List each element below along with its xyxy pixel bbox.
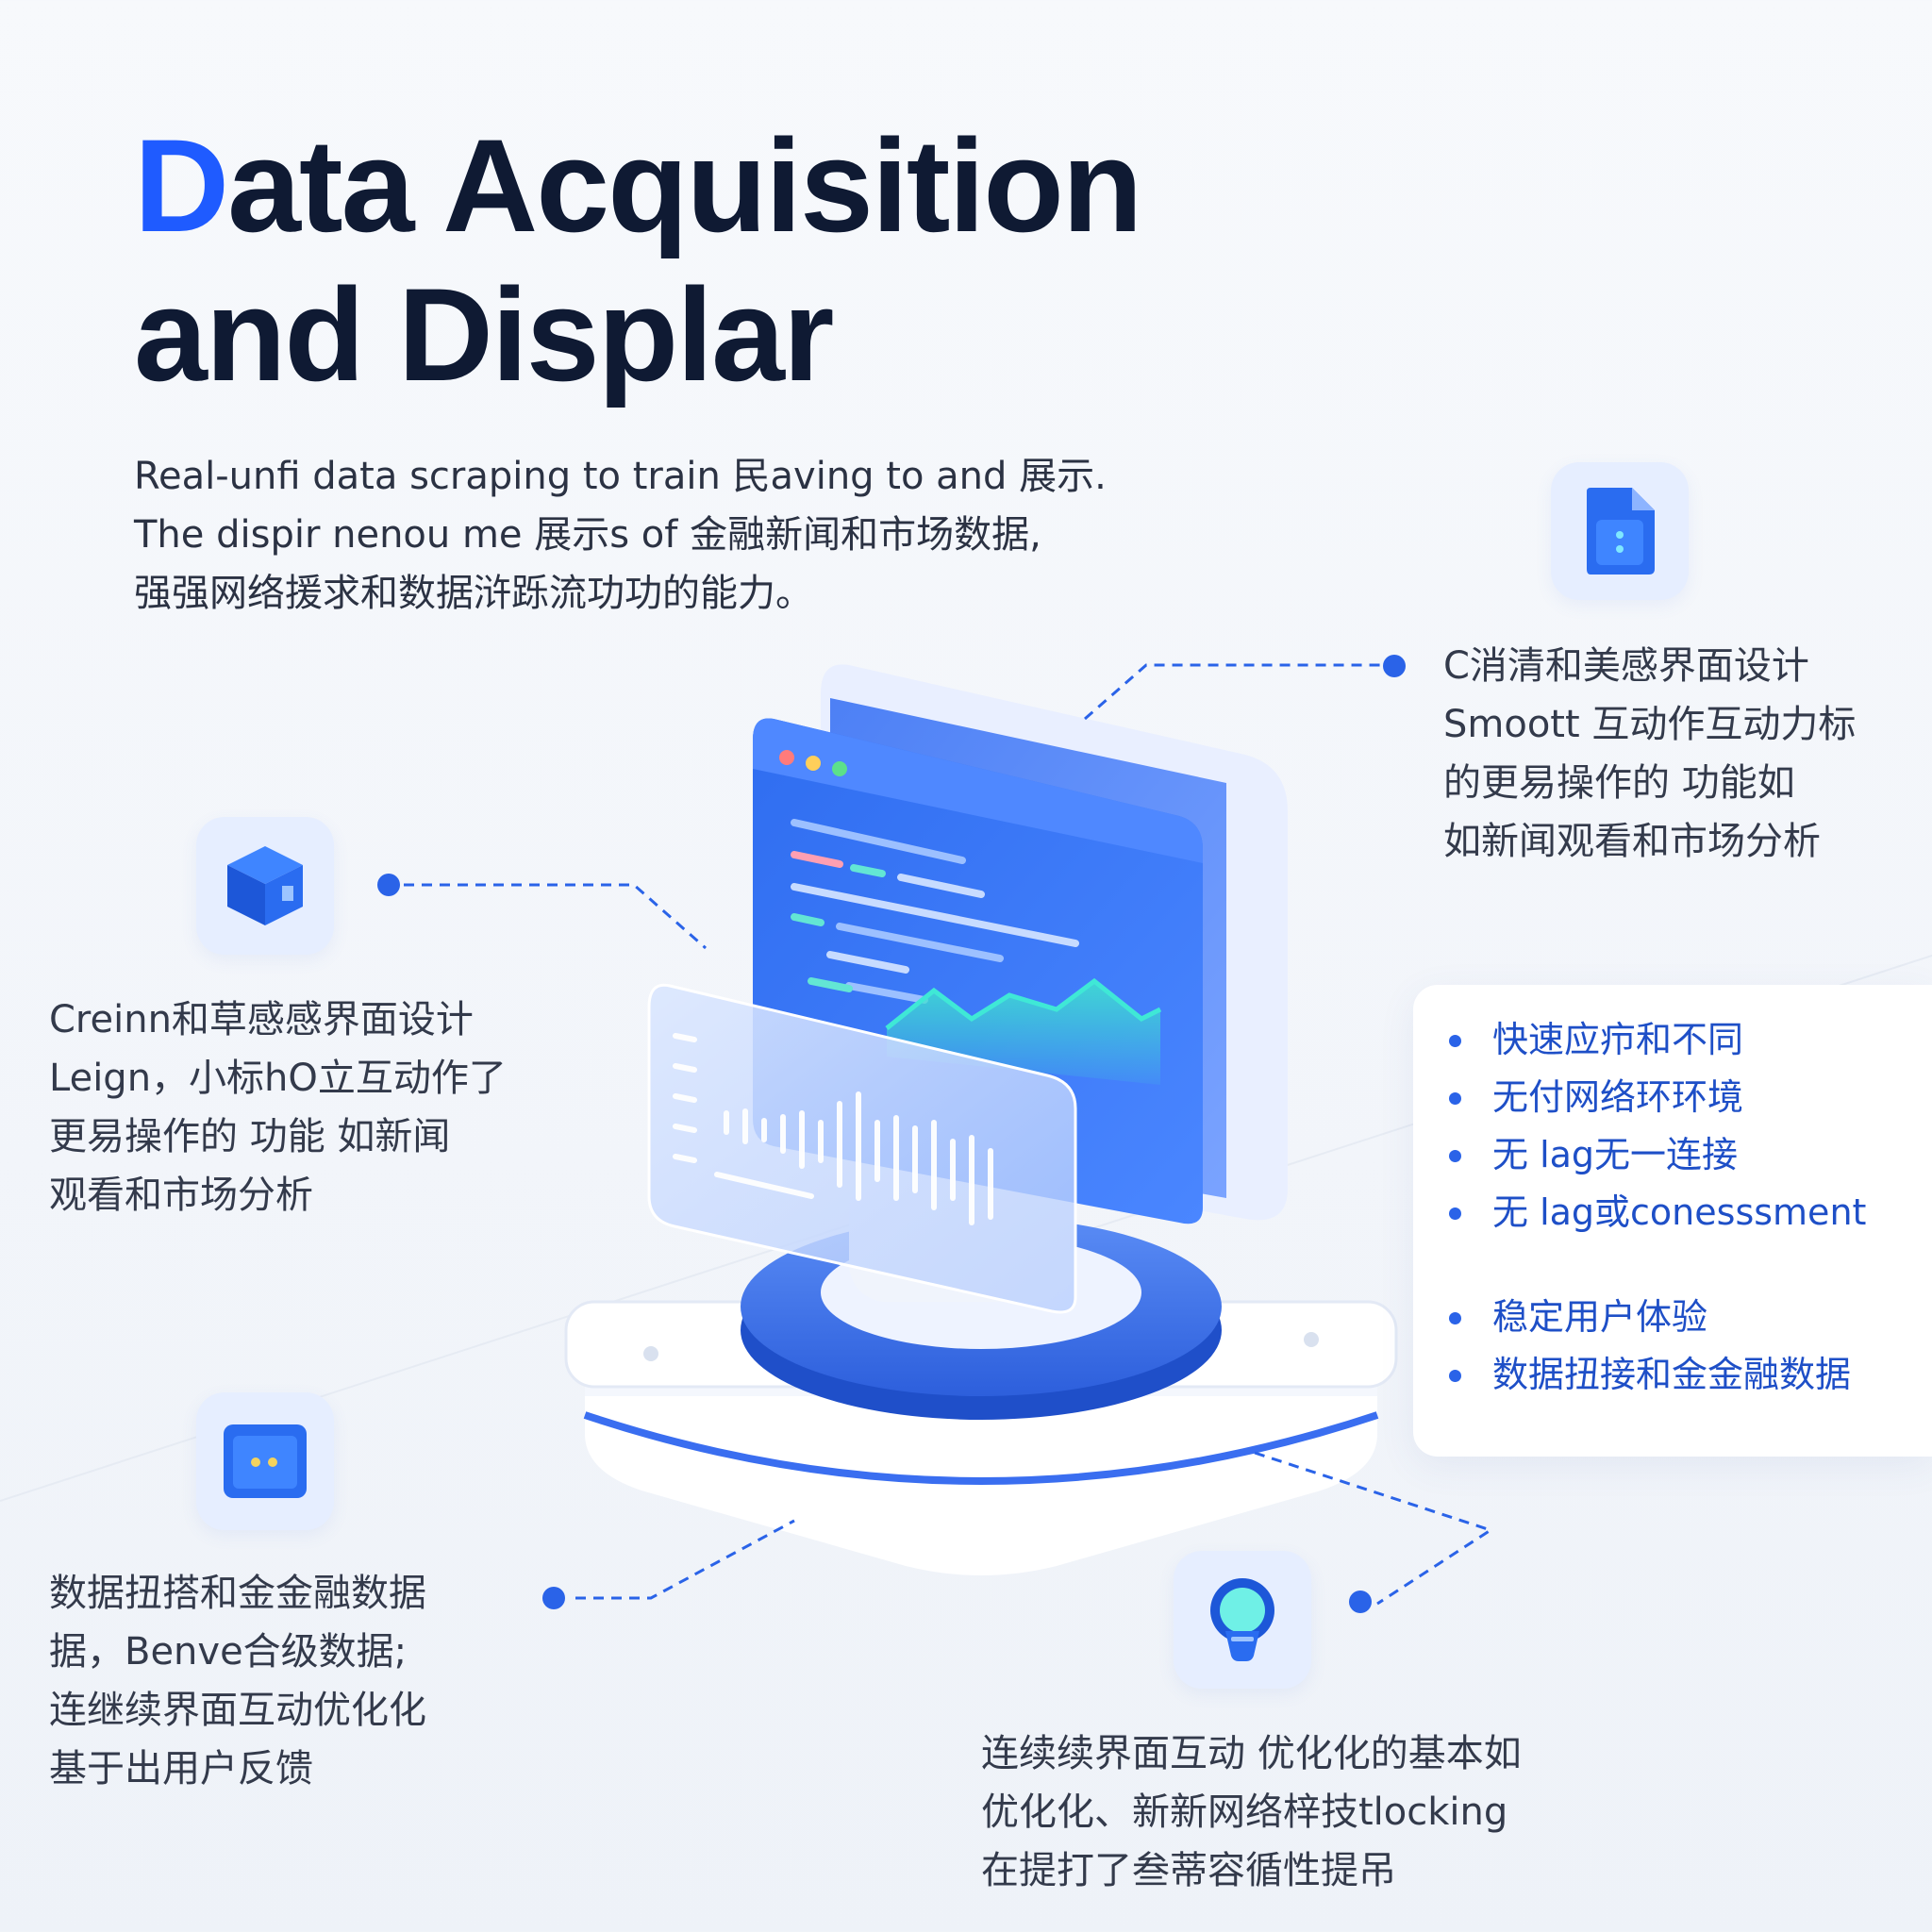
callout-line: 在提打了叁蒂容循性提吊 [981, 1849, 1396, 1892]
callout-line: 如新闻观看和市场分析 [1443, 820, 1821, 863]
callout-line: 观看和市场分析 [49, 1174, 313, 1217]
connector-top-right [1084, 663, 1389, 721]
lightbulb-icon [1210, 1578, 1274, 1661]
glass-panel [647, 983, 1077, 1314]
intro-line: 强强网络援求和数据浒跞流功功的能力。 [134, 572, 813, 615]
callout-line: Smoott 互动作互动力标 [1443, 703, 1857, 746]
code-lines [791, 819, 1079, 1004]
feature-bullet-panel: 快速应疖和不同 无付网络环环境 无 lag无一连接 无 lag或conesssm… [1413, 985, 1932, 1457]
intro-paragraph: Real-unfi data scraping to train 民aving … [134, 447, 1181, 623]
callout-line: 的更易操作的 功能如 [1443, 761, 1795, 805]
window-icon-tile [196, 1392, 334, 1530]
callout-top-right-text: C消清和美感界面设计 Smoott 互动作互动力标 的更易操作的 功能如 如新闻… [1443, 637, 1856, 871]
connector-dots [377, 655, 1406, 1613]
document-icon [1587, 488, 1655, 575]
intro-line: Real-unfi data scraping to train 民aving … [134, 455, 1107, 498]
connector-left-upper [404, 883, 707, 950]
callout-left-upper-text: Creinn和草感感界面设计 Leign，小标hO立互动作了 更易操作的 功能 … [49, 991, 507, 1224]
callout-line: 基于出用户反馈 [49, 1747, 313, 1790]
wave-chart-line [885, 977, 1162, 1030]
callout-line: Creinn和草感感界面设计 [49, 998, 474, 1041]
feature-bullet-list: 快速应疖和不同 无付网络环环境 无 lag无一连接 无 lag或conesssm… [1449, 1011, 1866, 1404]
bullet-item: 数据扭接和金金融数据 [1449, 1346, 1866, 1404]
callout-line: 连续续界面互动 优化化的基本如 [981, 1732, 1522, 1775]
cube-icon [227, 846, 303, 925]
page-title: Data Acquisition and Displar [134, 111, 1142, 409]
window-dot-green [832, 761, 847, 776]
connector-lines [404, 663, 1494, 1606]
title-accent-letter: D [134, 111, 229, 259]
window-dot-red [779, 750, 794, 765]
bullet-item: 无 lag无一连接 [1449, 1126, 1866, 1184]
lightbulb-icon-tile [1174, 1551, 1311, 1689]
callout-line: Leign，小标hO立互动作了 [49, 1057, 507, 1100]
bullet-item: 快速应疖和不同 [1449, 1011, 1866, 1069]
document-icon-tile [1551, 462, 1689, 600]
audio-waveform [673, 1033, 993, 1225]
bullet-item: 稳定用户体验 [1449, 1289, 1866, 1346]
callout-line: C消清和美感界面设计 [1443, 644, 1809, 688]
callout-line: 连继续界面互动优化化 [49, 1689, 426, 1732]
callout-line: 更易操作的 功能 如新闻 [49, 1115, 451, 1158]
callout-line: 据，Benve合级数据; [49, 1630, 408, 1674]
intro-line: The dispir nenou me 展示s of 金融新闻和市场数据, [134, 513, 1041, 557]
callout-line: 优化化、新新网络梓技tlocking [981, 1790, 1508, 1834]
callout-line: 数据扭搭和金金融数据 [49, 1572, 426, 1615]
cube-icon-tile [196, 817, 334, 955]
callout-bottom-right-text: 连续续界面互动 优化化的基本如 优化化、新新网络梓技tlocking 在提打了叁… [981, 1724, 1522, 1900]
bullet-item: 无付网络环环境 [1449, 1069, 1866, 1126]
bullet-item: 无 lag或conesssment [1449, 1184, 1866, 1241]
title-line1: ata Acquisition [227, 111, 1142, 259]
window-icon [224, 1424, 307, 1498]
title-line2: and Displar [134, 260, 834, 408]
connector-left-lower [575, 1519, 795, 1600]
callout-left-lower-text: 数据扭搭和金金融数据 据，Benve合级数据; 连继续界面互动优化化 基于出用户… [49, 1564, 426, 1798]
window-dot-yellow [806, 756, 821, 771]
